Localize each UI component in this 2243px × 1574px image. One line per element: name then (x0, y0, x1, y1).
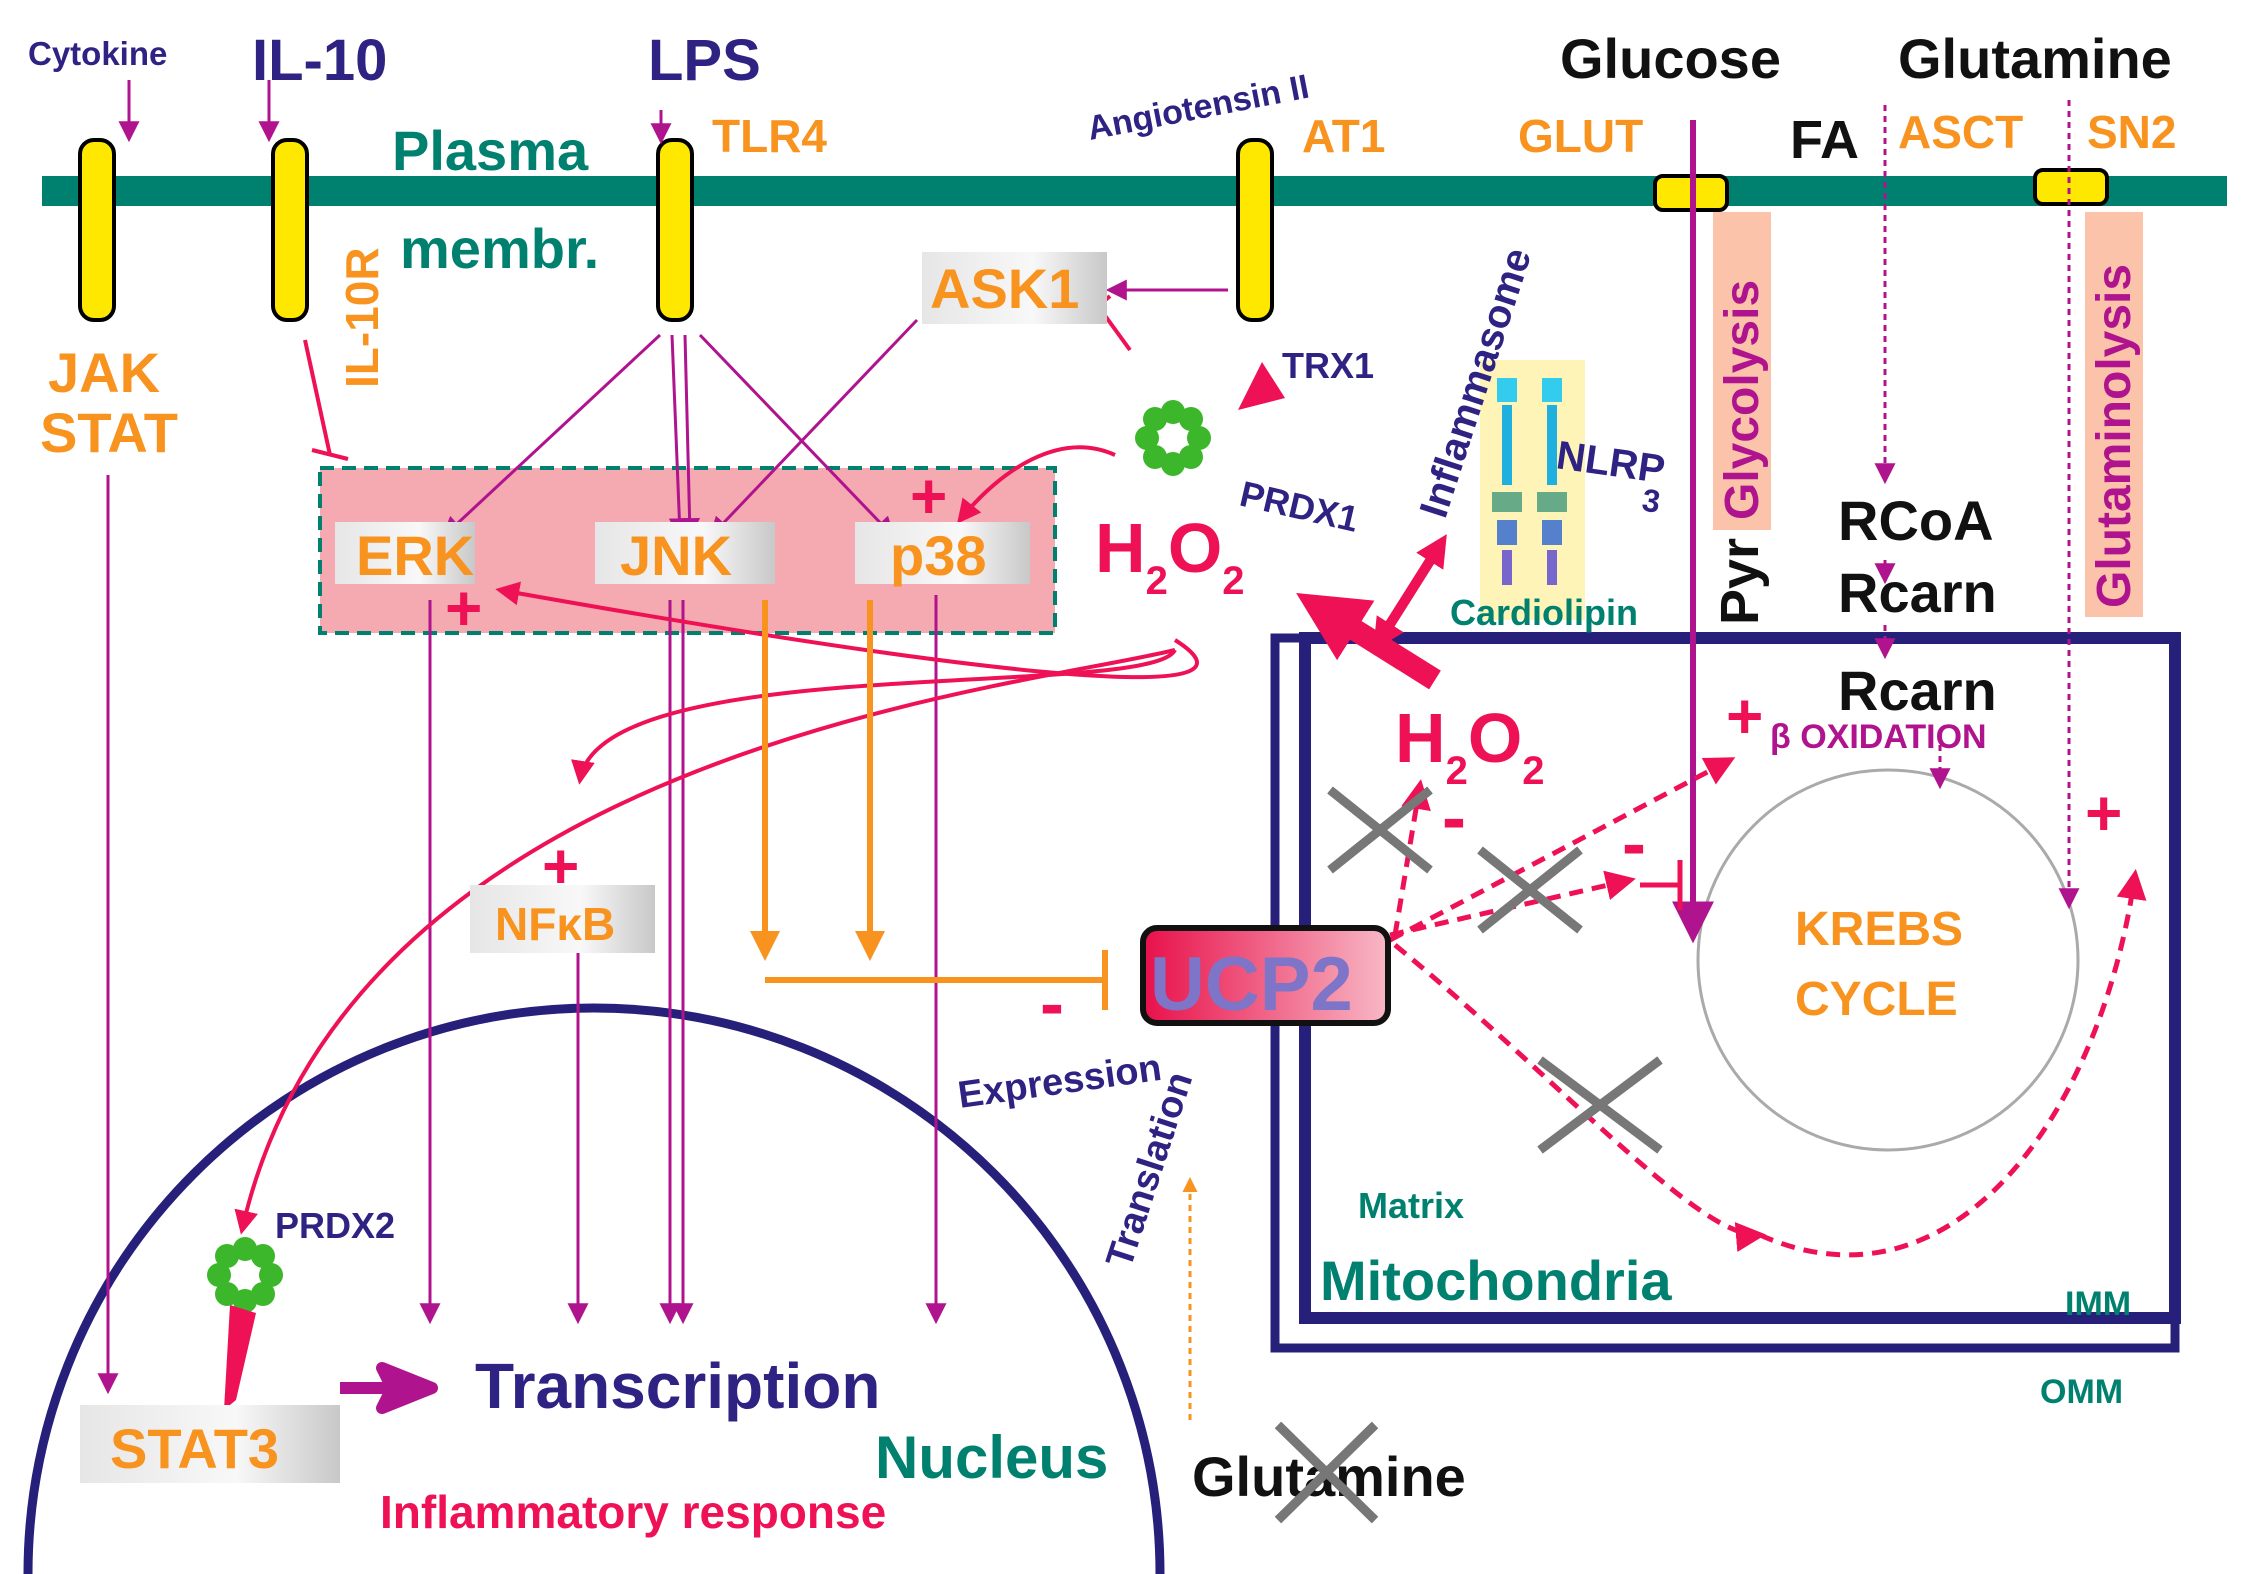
il10r-label: IL-10R (336, 247, 388, 388)
plus-p38: + (910, 460, 947, 532)
magenta-arrows (97, 80, 1228, 1395)
prdx1-label: PRDX1 (1236, 473, 1362, 540)
ucp2-box (1140, 925, 1391, 1026)
glutamine-x-mark (1274, 1421, 1379, 1524)
angiotensin-label: Angiotensin II (1084, 68, 1312, 148)
prdx1-ring (1135, 400, 1211, 476)
asct-label: ASCT (1898, 106, 2023, 158)
stat3-label: STAT3 (110, 1417, 279, 1480)
omm-label: OMM (2040, 1373, 2123, 1411)
rcoa-label: RCoA (1838, 489, 1994, 552)
label-backgrounds (80, 212, 2143, 1483)
sn2-label: SN2 (2087, 106, 2176, 158)
jak-label: JAK (48, 341, 160, 404)
plasma-label: Plasma (392, 119, 589, 182)
krebs-cycle-circle (1696, 768, 2080, 1152)
receptors (78, 138, 2109, 322)
expression-label: Expression (955, 1047, 1164, 1117)
cytokine-label: Cytokine (28, 35, 167, 72)
trx1-wedge (1238, 362, 1285, 410)
mitochondria-label: Mitochondria (1320, 1249, 1672, 1312)
translation-label: Translation (1099, 1067, 1202, 1273)
ucp2-label: UCP2 (1150, 942, 1353, 1027)
transcription-arrow (340, 1362, 438, 1414)
il10-label: IL-10 (252, 28, 387, 93)
cycle-label: CYCLE (1795, 973, 1958, 1026)
nucleus-envelope (23, 1003, 1165, 1574)
plus-erk: + (445, 572, 482, 644)
trx1-label: TRX1 (1282, 345, 1374, 386)
lps-label: LPS (648, 28, 761, 93)
glycolysis-label: Glycolysis (1716, 280, 1769, 520)
inflammatory-response-label: Inflammatory response (380, 1486, 886, 1538)
at1-receptor (1236, 138, 1274, 322)
nfkb-label: NFκB (495, 898, 615, 950)
prdx2-label: PRDX2 (275, 1205, 395, 1246)
mitochondria (1270, 632, 2181, 1353)
jnk-label: JNK (620, 524, 732, 587)
erk-label: ERK (356, 524, 474, 587)
h2o2-cytosol: H2O2 (1095, 509, 1245, 603)
cytokine-receptor (78, 138, 116, 322)
imm-label: IMM (2065, 1285, 2131, 1323)
rcarn-outer-label: Rcarn (1838, 561, 1997, 624)
matrix-label: Matrix (1358, 1185, 1464, 1226)
minus-ucp2: - (1040, 964, 1064, 1044)
minus-beta: - (1442, 778, 1466, 858)
stat-label: STAT (40, 401, 178, 464)
minus-krebs: - (1622, 804, 1646, 884)
fa-label: FA (1790, 110, 1859, 170)
ask1-label: ASK1 (930, 257, 1079, 320)
il10-receptor (271, 138, 309, 322)
glutaminolysis-label: Glutaminolysis (2088, 264, 2141, 608)
glutamine-top-label: Glutamine (1898, 27, 2172, 90)
glut-label: GLUT (1518, 110, 1643, 162)
plus-beta: + (1726, 680, 1763, 752)
pyr-label: Pyr (1710, 538, 1770, 625)
plasma-membrane (42, 176, 2227, 206)
nlrp3-complex (1480, 360, 1585, 620)
cardiolipin-label: Cardiolipin (1450, 592, 1638, 633)
transcription-label: Transcription (475, 1350, 880, 1422)
tlr4-label: TLR4 (712, 110, 827, 162)
nucleus-label: Nucleus (875, 1424, 1108, 1491)
sn2-transporter (2033, 168, 2109, 206)
glucose-label: Glucose (1560, 27, 1781, 90)
h2o2-mitochondria: H2O2 (1395, 699, 1545, 793)
orange-arrows (750, 600, 1108, 1010)
prdx2-ring (207, 1237, 283, 1313)
h2o2-inflammasome-arrow-back (1373, 542, 1445, 651)
dotted-metabolic-arrows (1874, 100, 2080, 910)
rcarn-inner-label: Rcarn (1838, 659, 1997, 722)
tlr4-receptor (656, 138, 694, 322)
p38-label: p38 (890, 524, 987, 587)
prdx2-stat3-wedge (224, 1305, 256, 1410)
plus-glutaminolysis: + (2085, 777, 2122, 849)
plus-nfkb: + (542, 830, 579, 902)
beta-oxidation-label: β OXIDATION (1770, 718, 1987, 756)
at1-label: AT1 (1302, 110, 1386, 162)
membr-label: membr. (400, 217, 599, 280)
krebs-label: KREBS (1795, 903, 1963, 956)
h2o2-arrows (234, 445, 1199, 1235)
